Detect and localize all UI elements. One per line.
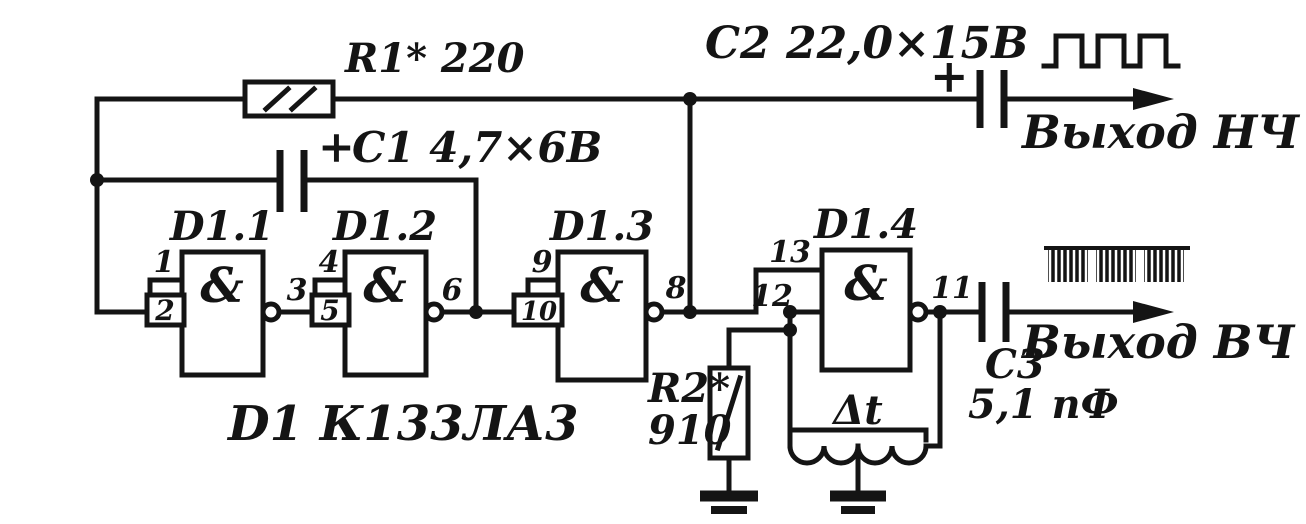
- delay-line: Δt: [787, 387, 929, 514]
- hf-output-label: Выход ВЧ: [1020, 315, 1296, 369]
- inversion-bubble: [260, 301, 282, 323]
- gate-d1-4: D1.4 & 13 12 11: [751, 201, 973, 373]
- gate-d1-3: D1.3 & 9 10 8: [511, 203, 687, 383]
- square-wave-icon: [1041, 33, 1181, 69]
- junction-dot: [783, 305, 797, 319]
- junction-dot: [469, 305, 483, 319]
- inductor-coil: [787, 443, 929, 466]
- pin-box: [511, 292, 565, 328]
- pin-number: 2: [154, 294, 174, 327]
- pin-number: 5: [320, 294, 339, 327]
- pin-box: [144, 292, 187, 328]
- gate-body: [819, 247, 913, 373]
- resistor-slash: [288, 85, 318, 113]
- pin-number: 6: [442, 273, 463, 308]
- pin-number: 1: [154, 245, 175, 280]
- gate-d1-2: D1.2 & 4 5 6: [309, 203, 463, 378]
- burst-wave-icon: [1048, 248, 1088, 282]
- resistor-r2: R2* 910: [647, 365, 758, 514]
- pin-number: 11: [931, 271, 973, 306]
- hf-output: Выход ВЧ: [1020, 246, 1296, 369]
- resistor-r2-label: R2*: [647, 365, 730, 412]
- lf-output: Выход НЧ: [1020, 33, 1300, 159]
- gate-name: D1.3: [549, 203, 654, 250]
- gate-name: D1.1: [169, 203, 274, 250]
- capacitor-c1: + C1 4,7×6В: [276, 122, 602, 212]
- polarity-plus: +: [930, 49, 969, 103]
- inversion-bubble: [907, 301, 929, 323]
- capacitor-c2-label: C2 22,0×15В: [705, 18, 1028, 69]
- pin-number: 3: [287, 273, 308, 308]
- arrow-icon: [1133, 88, 1174, 110]
- and-symbol: &: [580, 258, 623, 314]
- delay-bracket: [787, 427, 929, 443]
- and-symbol: &: [363, 258, 406, 314]
- gate-name: D1.4: [813, 201, 918, 248]
- inversion-bubble: [423, 301, 445, 323]
- pin-number: 8: [665, 271, 687, 306]
- and-symbol: &: [200, 258, 243, 314]
- junction-dot: [90, 173, 104, 187]
- junction-dot: [683, 305, 697, 319]
- junction-dots: [90, 92, 947, 337]
- resistor-body: [707, 365, 751, 461]
- pin-box: [309, 292, 352, 328]
- arrow-icon: [1133, 301, 1174, 323]
- junction-dot: [683, 92, 697, 106]
- capacitor-c1-label: C1 4,7×6В: [352, 123, 602, 172]
- resistor-slash: [262, 85, 292, 113]
- resistor-r1-label: R1* 220: [344, 35, 525, 82]
- delay-label: Δt: [831, 387, 883, 434]
- capacitor-c3-label: C3: [985, 341, 1045, 388]
- polarity-plus: +: [318, 122, 355, 173]
- pin-number: 12: [751, 279, 793, 314]
- capacitor-c3-value: 5,1 пФ: [968, 381, 1119, 428]
- pin-number: 9: [532, 245, 553, 280]
- inversion-bubble: [643, 301, 665, 323]
- junction-dot: [933, 305, 947, 319]
- gate-body: [555, 249, 649, 383]
- chip-label: D1 К133ЛА3: [226, 396, 579, 452]
- resistor-slash: [714, 374, 744, 452]
- pin-number: 13: [769, 235, 811, 270]
- lf-output-label: Выход НЧ: [1020, 105, 1300, 159]
- capacitor-c3: C3 5,1 пФ: [968, 282, 1119, 428]
- resistor-r1: R1* 220: [242, 35, 525, 119]
- gate-name: D1.2: [332, 203, 437, 250]
- burst-wave-icon: [1096, 248, 1136, 282]
- burst-wave-icon: [1144, 248, 1184, 282]
- capacitor-c2: C2 22,0×15В +: [705, 18, 1028, 128]
- gate-d1-1: D1.1 & 1 2 3: [144, 203, 308, 378]
- resistor-r2-value: 910: [648, 407, 732, 454]
- junction-dot: [783, 323, 797, 337]
- and-symbol: &: [844, 256, 887, 312]
- pin-number: 10: [521, 297, 557, 327]
- pin-number: 4: [319, 245, 340, 280]
